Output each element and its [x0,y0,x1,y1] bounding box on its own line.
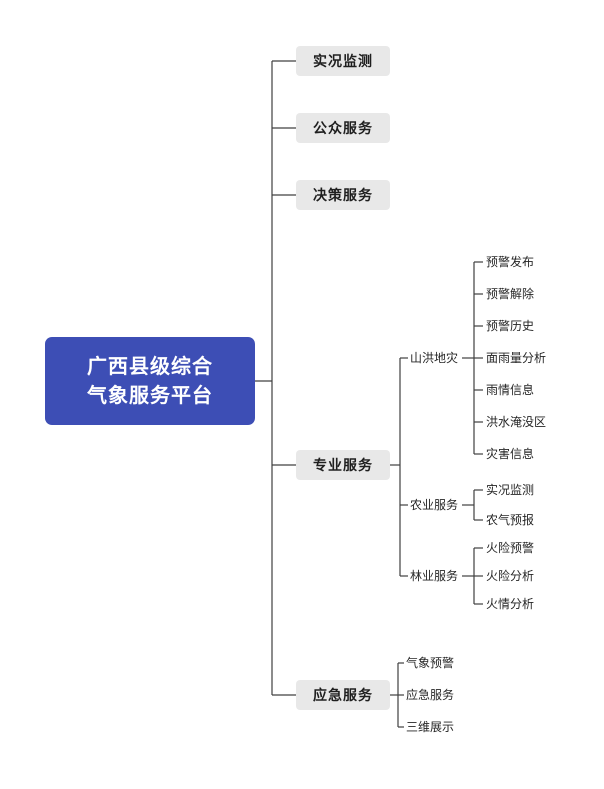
node-fire-situation-analysis: 火情分析 [486,597,535,611]
node-realtime-monitoring: 实况监测 [296,46,390,76]
node-areal-rainfall-analysis: 面雨量分析 [486,351,547,365]
node-forestry-service: 林业服务 [410,569,459,583]
node-agri-realtime-monitoring: 实况监测 [486,483,535,497]
node-warning-history: 预警历史 [486,319,535,333]
node-flood-inundation-area: 洪水淹没区 [486,415,547,429]
node-professional-service: 专业服务 [296,450,390,480]
node-emergency-service-leaf: 应急服务 [406,688,455,702]
node-public-service: 公众服务 [296,113,390,143]
node-agriculture-service: 农业服务 [410,498,459,512]
node-agro-weather-forecast: 农气预报 [486,513,535,527]
node-emergency-service: 应急服务 [296,680,390,710]
node-rainfall-info: 雨情信息 [486,383,535,397]
node-weather-warning: 气象预警 [406,656,455,670]
node-root: 广西县级综合 气象服务平台 [45,337,255,425]
node-3d-display: 三维展示 [406,720,455,734]
node-decision-service: 决策服务 [296,180,390,210]
node-warning-lift: 预警解除 [486,287,535,301]
node-fire-risk-analysis: 火险分析 [486,569,535,583]
node-fire-risk-warning: 火险预警 [486,541,535,555]
node-flood-geohazard: 山洪地灾 [410,351,459,365]
node-warning-issue: 预警发布 [486,255,535,269]
node-disaster-info: 灾害信息 [486,447,535,461]
